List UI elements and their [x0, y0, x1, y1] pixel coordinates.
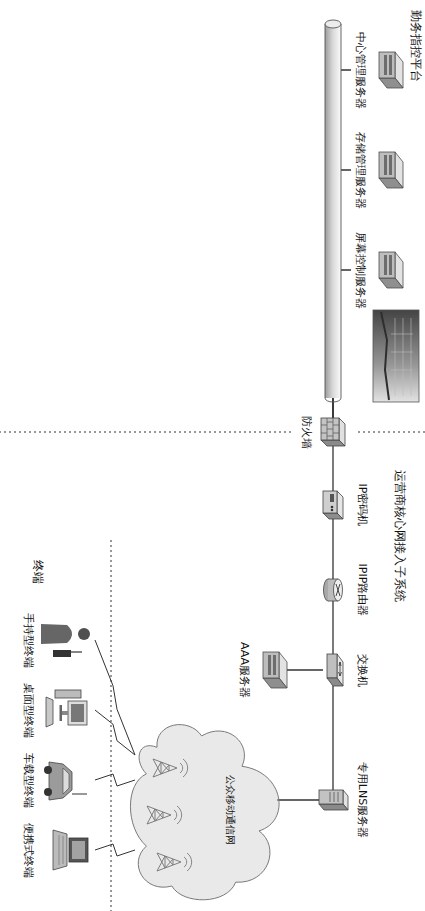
- device-label: 交换机: [355, 654, 369, 687]
- device-label: AAA服务器: [237, 642, 251, 698]
- device-label: 存储管理服务器: [353, 132, 367, 209]
- server-icon: [379, 252, 403, 288]
- device-label: 车载型终端: [21, 753, 35, 808]
- server-icon: [379, 152, 403, 188]
- server-node: 屏幕控制服务器: [351, 224, 407, 316]
- terminal-node: 手持型终端: [19, 608, 99, 673]
- device-label: 中心管理服务器: [353, 32, 367, 109]
- region-title: 终端: [30, 560, 45, 584]
- switch-icon: [327, 654, 343, 686]
- network-link: [287, 669, 323, 670]
- region-title: 勤务指控平台: [408, 10, 423, 82]
- device-label: IP密码机: [355, 484, 369, 527]
- network-link: [332, 446, 333, 491]
- lns-server-node: 专用LNS服务器: [315, 757, 371, 843]
- router-icon: [324, 579, 343, 601]
- vehicle-terminal-icon: [44, 762, 87, 800]
- firewall-icon: [321, 418, 345, 446]
- device-label: 屏幕控制服务器: [353, 232, 367, 309]
- cloud-outline: [123, 715, 293, 905]
- region-title: 运营商核心网接入子系统: [392, 470, 407, 602]
- network-link: [332, 519, 333, 579]
- portable-terminal-icon: [53, 830, 88, 870]
- router-node: IPIP路由器: [315, 559, 371, 622]
- server-node: 存储管理服务器: [351, 124, 407, 216]
- aaa-server-node: AAA服务器: [235, 637, 291, 703]
- network-link: [332, 601, 333, 654]
- server-icon: [263, 652, 287, 688]
- network-bus: [325, 20, 341, 402]
- device-label: 桌面型终端: [21, 683, 35, 738]
- server-icon: [379, 52, 403, 88]
- device-label: 公众移动通信网: [223, 775, 237, 845]
- radio-link: [95, 844, 135, 856]
- device-label: 专用LNS服务器: [355, 762, 369, 838]
- network-cloud: 公众移动通信网: [123, 715, 293, 905]
- terminal-node: 车载型终端: [19, 748, 99, 813]
- server-node: 中心管理服务器: [351, 24, 407, 116]
- region-divider: [0, 432, 425, 433]
- network-link: [277, 799, 319, 800]
- switch-node: 交换机: [315, 649, 371, 692]
- lns-server-icon: [319, 790, 348, 810]
- terminal-node: 便携式终端: [19, 818, 99, 883]
- display-wall-photo: [373, 310, 419, 402]
- device-label: 防火墙: [299, 416, 313, 449]
- radio-link: [95, 710, 135, 755]
- region-divider: [111, 540, 112, 911]
- device-label: 便携式终端: [21, 823, 35, 878]
- crypto-unit-node: IP密码机: [315, 479, 371, 532]
- terminal-node: 桌面型终端: [19, 678, 99, 743]
- radio-link: [95, 774, 135, 786]
- crypto-unit-icon: [323, 491, 343, 519]
- network-link: [332, 686, 333, 790]
- cloud-shape: [130, 725, 279, 900]
- desktop-terminal-icon: [46, 690, 87, 727]
- device-label: IPIP路由器: [355, 564, 369, 617]
- radio-link: [95, 640, 135, 755]
- device-label: 手持型终端: [21, 613, 35, 668]
- firewall-node: 防火墙: [297, 411, 349, 454]
- handheld-terminal-icon: [41, 624, 90, 657]
